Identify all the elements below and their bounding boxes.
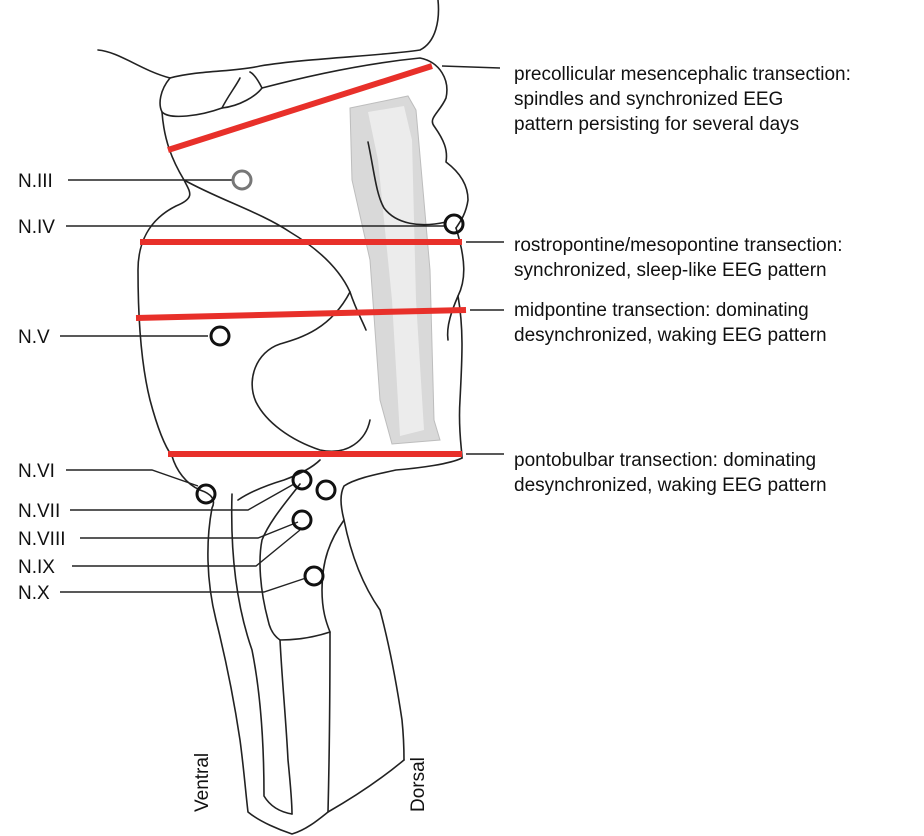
nerve-n7b-marker (317, 481, 335, 499)
nerve-n3-marker (233, 171, 251, 189)
dorsal-edge-inner (448, 296, 458, 340)
nerve-n10-marker (305, 567, 323, 585)
dorsal-label: Dorsal (408, 757, 429, 812)
medulla-inner-line-5 (238, 460, 320, 500)
annot-precollicular-line1: precollicular mesencephalic transection: (514, 64, 851, 85)
nerve-n7-marker (293, 471, 311, 489)
label-n3: N.III (18, 171, 53, 192)
annot-rostropontine-line1: rostropontine/mesopontine transection: (514, 235, 842, 256)
midbrain-outline (138, 112, 190, 456)
leader-n8 (80, 522, 298, 538)
label-n7: N.VII (18, 501, 60, 522)
nerve-n5-marker (211, 327, 229, 345)
medulla-inner-line-4 (322, 520, 344, 632)
leader-precollicular (442, 66, 500, 68)
nerve-n4-marker (445, 215, 463, 233)
label-n8: N.VIII (18, 529, 66, 550)
dorsal-edge (456, 228, 464, 458)
leader-n6 (66, 470, 198, 486)
annot-midpontine-line2: desynchronized, waking EEG pattern (514, 325, 827, 346)
annot-pontobulbar-line1: pontobulbar transection: dominating (514, 450, 816, 471)
label-n10: N.X (18, 583, 50, 604)
annot-pontobulbar-line2: desynchronized, waking EEG pattern (514, 475, 827, 496)
label-n5: N.V (18, 327, 50, 348)
ventral-label: Ventral (192, 753, 213, 812)
midbrain-inner-curve (184, 180, 366, 330)
label-n9: N.IX (18, 557, 55, 578)
label-n4: N.IV (18, 217, 55, 238)
annot-precollicular-line2: spindles and synchronized EEG (514, 89, 783, 110)
annot-midpontine-line1: midpontine transection: dominating (514, 300, 809, 321)
leader-n10 (60, 578, 306, 592)
nerve-n6-marker (197, 485, 215, 503)
medulla-dorsal-outline (341, 458, 462, 760)
annot-rostropontine-line2: synchronized, sleep-like EEG pattern (514, 260, 827, 281)
nerve-n8-marker (293, 511, 311, 529)
medulla-inner-line-3 (280, 640, 292, 814)
colliculus-divider-2 (250, 72, 262, 88)
annot-precollicular-line3: pattern persisting for several days (514, 114, 799, 135)
label-n6: N.VI (18, 461, 55, 482)
cortex-outline (98, 0, 438, 78)
colliculus-divider-1 (222, 78, 240, 108)
